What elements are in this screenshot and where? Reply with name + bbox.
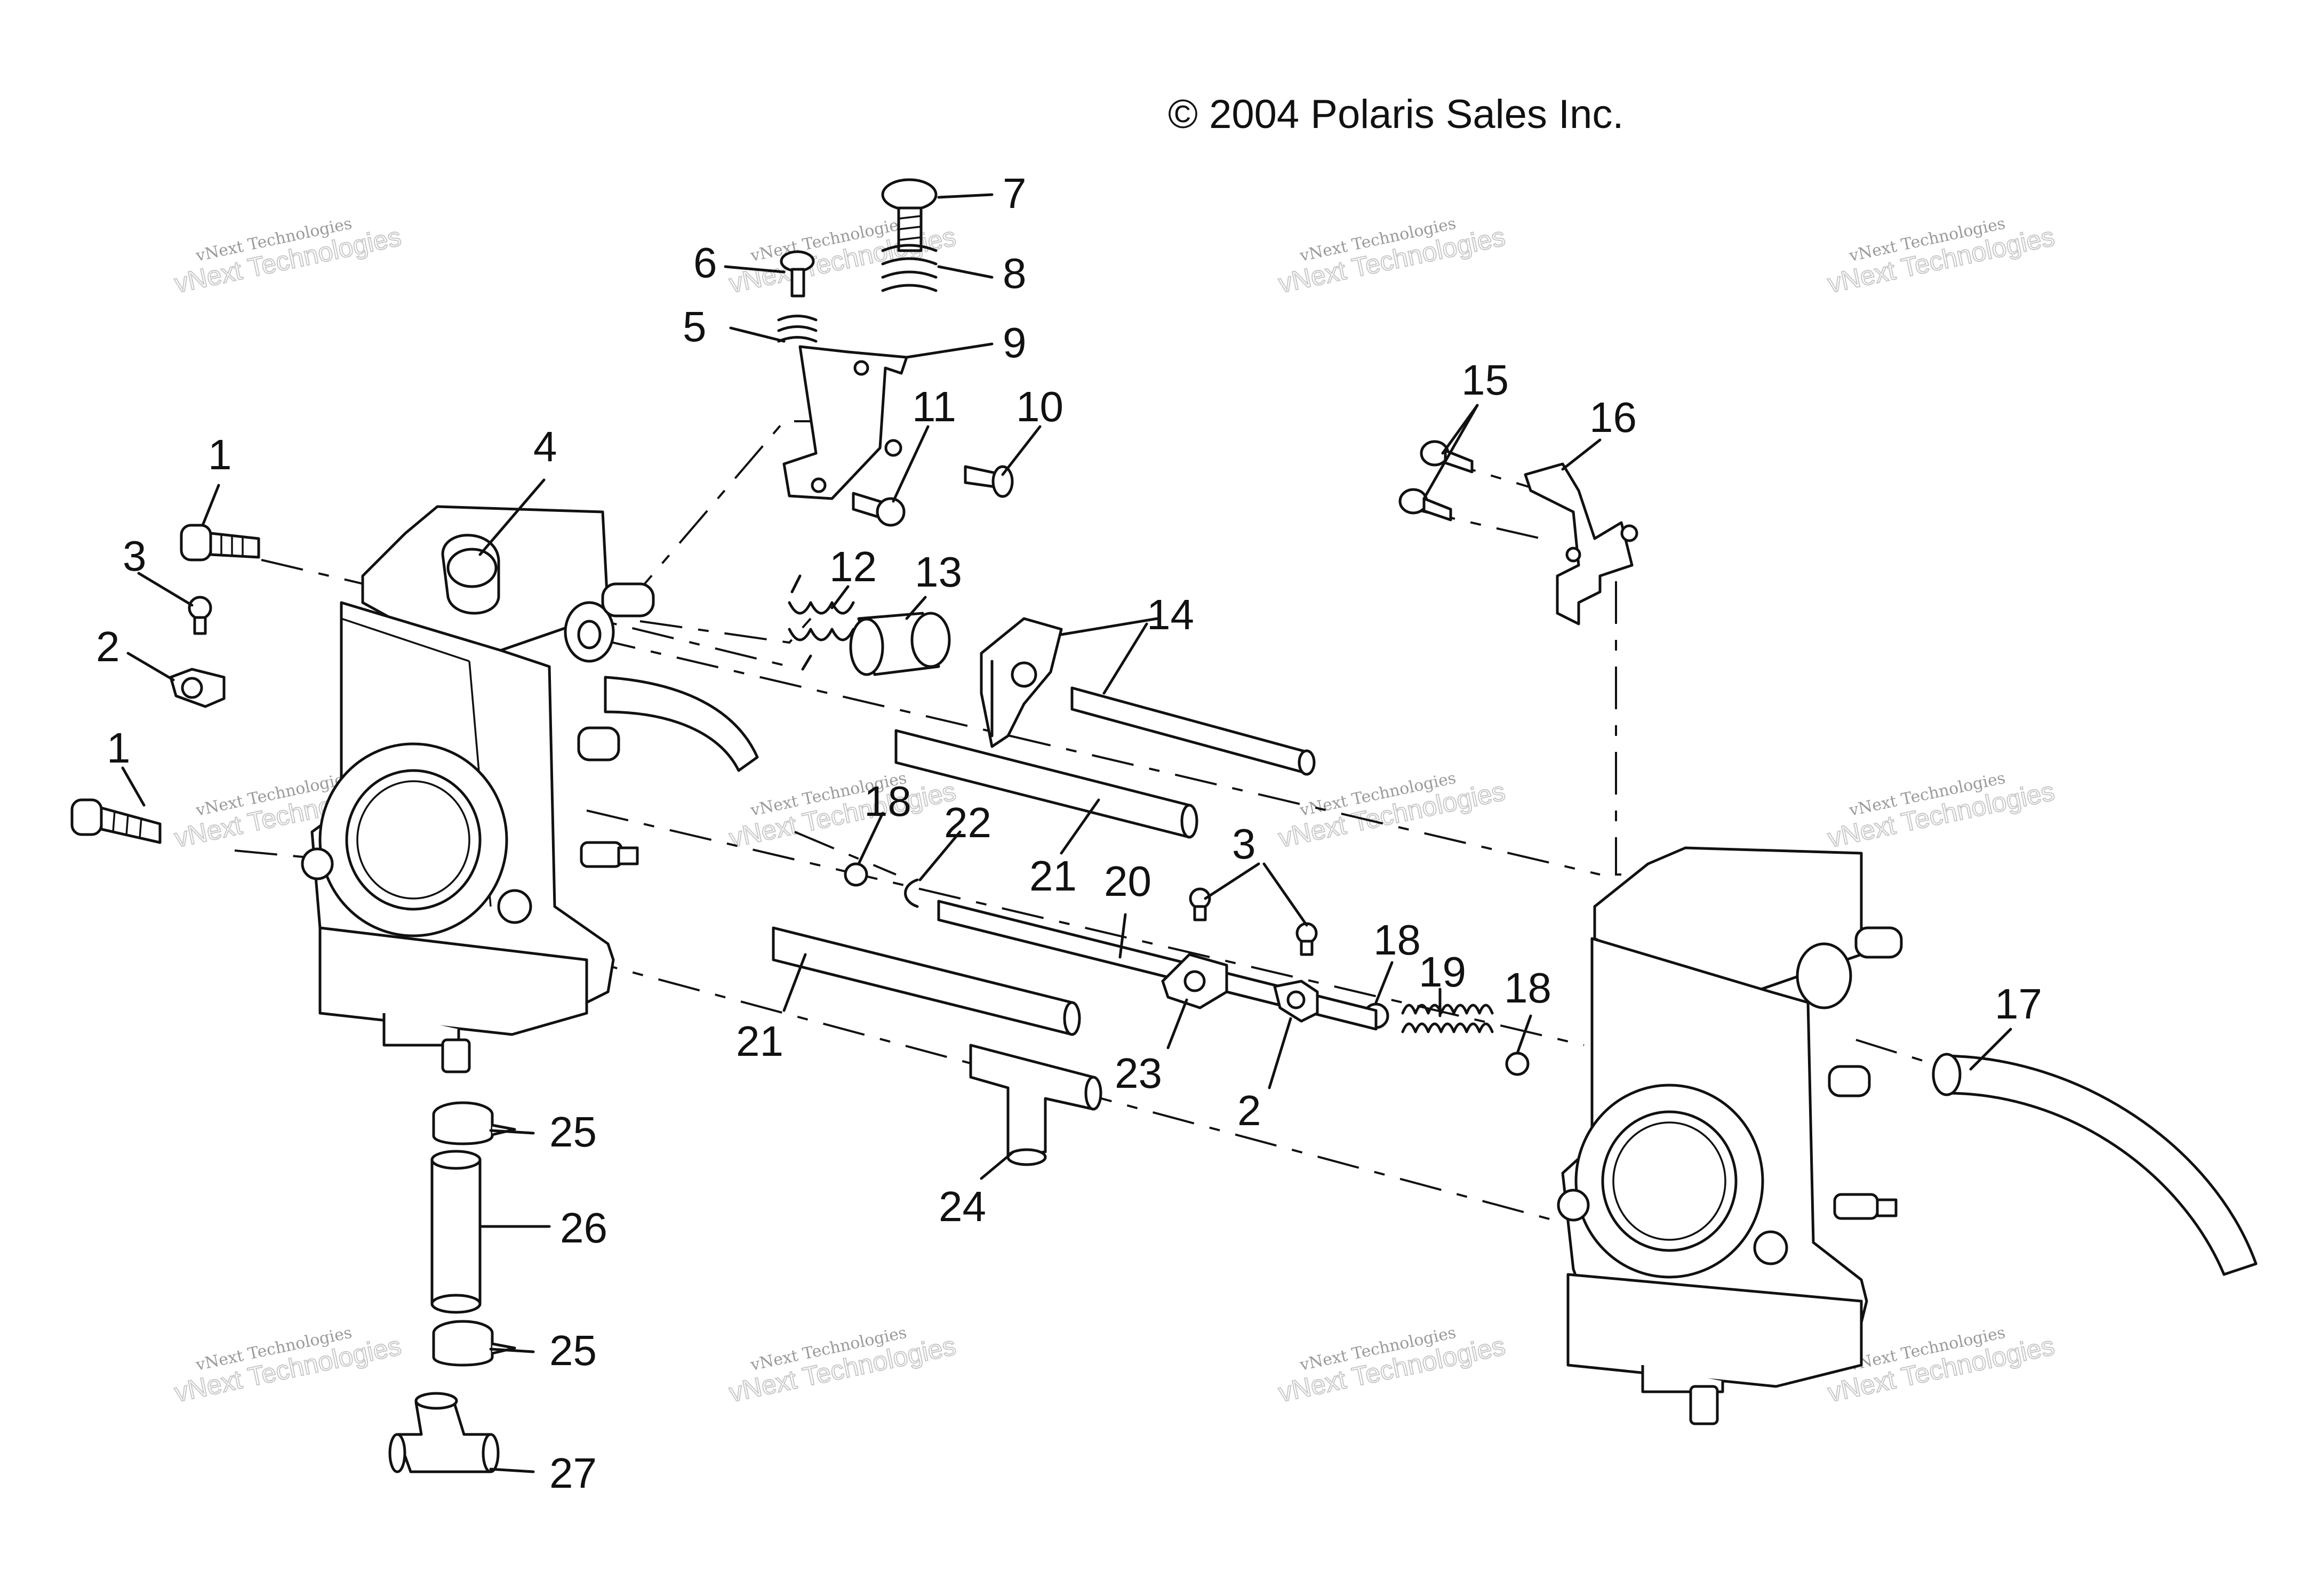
washer-18a: [844, 862, 868, 887]
watermark: vNext Technologies vNext Technologies: [1825, 769, 2058, 854]
callout-label: 2: [1237, 1087, 1261, 1134]
screw-11: [852, 492, 906, 527]
screw-1a: [180, 524, 260, 562]
lever-23: [1161, 953, 1228, 1009]
watermark: vNext Technologies vNext Technologies: [726, 214, 959, 299]
callout-label: 7: [1003, 170, 1027, 217]
callout-label: 13: [915, 548, 962, 596]
clamp-25a: [432, 1101, 516, 1145]
callout-label: 19: [1419, 948, 1466, 996]
right-carburetor: [1557, 846, 1903, 1425]
spring-12: [788, 574, 855, 671]
callout-label: 1: [107, 724, 131, 772]
callout-label: 5: [683, 303, 707, 350]
callout-label: 8: [1003, 250, 1027, 297]
callout-label: 11: [912, 383, 956, 430]
rod-21a: [894, 729, 1198, 839]
cam-14: [980, 617, 1316, 776]
screws-3b: [1189, 887, 1318, 956]
callout-label: 3: [1232, 820, 1256, 868]
callout-label: 25: [549, 1108, 597, 1156]
spring-19: [1401, 1004, 1494, 1033]
callout-label: 12: [829, 543, 877, 590]
bracket-16: [1524, 462, 1638, 625]
t-fitting-24: [969, 1044, 1102, 1166]
callout-label: 21: [1029, 852, 1077, 900]
screw-3a: [188, 596, 212, 635]
t-fitting-27: [388, 1392, 500, 1473]
screw-6: [780, 250, 815, 298]
spring-8: [881, 244, 938, 292]
callout-label: 4: [533, 423, 557, 470]
clip-22: [904, 878, 919, 908]
copyright-text: © 2004 Polaris Sales Inc.: [1168, 92, 1623, 137]
callout-label: 24: [939, 1183, 986, 1230]
clamp-2b: [1273, 980, 1319, 1023]
watermark: vNext Technologies vNext Technologies: [1825, 214, 2058, 299]
callout-label: 16: [1589, 394, 1637, 441]
callout-labels: 1 3 2 4 1 5 6 7 8 9 10 11 12 13 14 15 16…: [96, 170, 2042, 1497]
washer-18c: [1505, 1052, 1530, 1076]
callout-label: 14: [1147, 591, 1194, 638]
callout-label: 26: [560, 1204, 607, 1252]
left-carburetor: [301, 505, 655, 1073]
callout-label: 25: [549, 1327, 597, 1374]
screw-10: [964, 465, 1014, 498]
callout-label: 6: [693, 239, 717, 286]
callout-label: 10: [1016, 383, 1063, 430]
callout-label: 3: [123, 532, 147, 580]
screw-1b: [70, 798, 162, 844]
watermark: vNext Technologies vNext Technologies: [1275, 214, 1508, 299]
hose-17: [1932, 1053, 2258, 1276]
hose-26: [430, 1150, 482, 1314]
watermark: vNext Technologies vNext Technologies: [726, 769, 959, 854]
clamp-2a: [169, 668, 226, 708]
bracket-9: [782, 345, 908, 500]
watermark: vNext Technologies vNext Technologies: [726, 1324, 959, 1408]
leader-lines: [121, 193, 2012, 1473]
bushing-13: [849, 612, 951, 676]
callout-label: 22: [944, 799, 991, 846]
watermark: vNext Technologies vNext Technologies: [171, 214, 404, 299]
callout-label: 21: [736, 1017, 783, 1065]
callout-label: 23: [1115, 1049, 1162, 1097]
callout-label: 1: [208, 431, 232, 478]
callout-label: 17: [1995, 980, 2042, 1028]
watermark: vNext Technologies vNext Technologies: [171, 1324, 404, 1408]
rod-21b: [772, 926, 1081, 1036]
callout-label: 18: [1373, 916, 1421, 964]
callout-label: 18: [864, 777, 911, 825]
screw-7: [881, 178, 938, 252]
clamp-25b: [432, 1320, 516, 1367]
callout-label: 18: [1504, 964, 1551, 1012]
watermark: vNext Technologies vNext Technologies: [1275, 1324, 1508, 1408]
callout-label: 2: [96, 623, 120, 670]
callout-label: 20: [1104, 857, 1151, 905]
parts: [70, 178, 2258, 1473]
spring-5: [777, 315, 818, 343]
callout-label: 15: [1461, 356, 1509, 404]
shaft-20: [937, 900, 1378, 1031]
hose-left: [604, 676, 759, 772]
callout-label: 9: [1003, 319, 1027, 366]
screws-15: [1398, 440, 1474, 522]
callout-label: 27: [549, 1449, 597, 1497]
